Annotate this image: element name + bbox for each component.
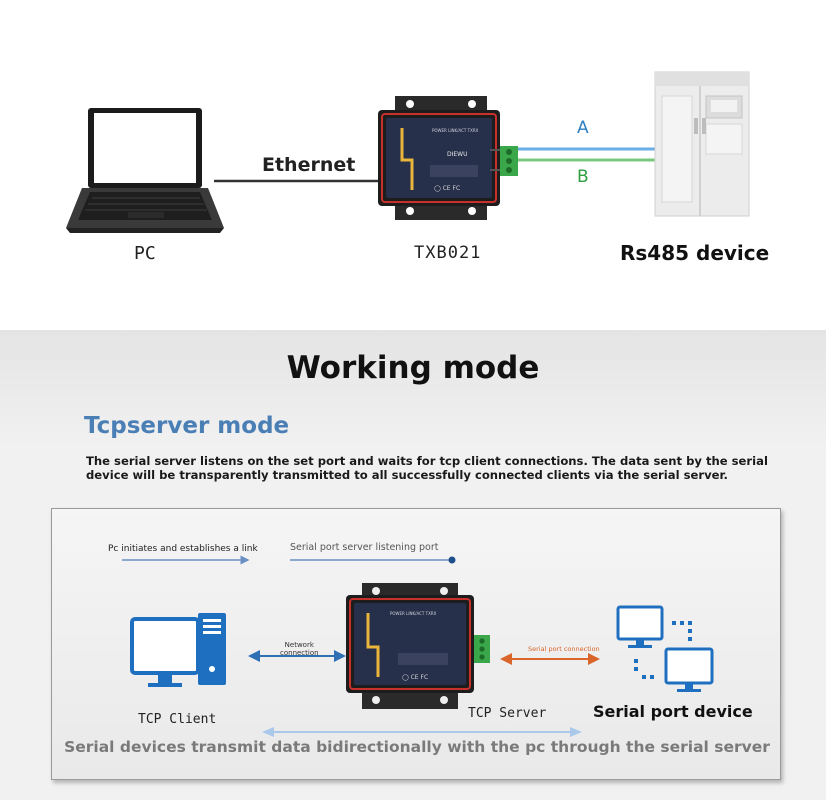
serial-connection-label: Serial port connection: [528, 645, 600, 653]
mode-title: Tcpserver mode: [84, 413, 290, 439]
ethernet-label: Ethernet: [262, 154, 356, 176]
serial-port-device-icon: [616, 605, 714, 692]
svg-text:POWER LINK/ACT TXRX: POWER LINK/ACT TXRX: [432, 128, 479, 133]
wire-a-label: A: [577, 118, 589, 138]
tcp-client-monitor-icon: [130, 613, 226, 687]
tcpserver-diagram-panel: POWER LINK/ACT TXRX ◯ CE FC: [51, 508, 781, 780]
listening-port-label: Serial port server listening port: [290, 542, 439, 553]
section-title: Working mode: [286, 350, 540, 386]
device-brand-text: DIEWU: [447, 151, 468, 158]
svg-text:◯ CE FC: ◯ CE FC: [402, 674, 428, 681]
serial-connection-arrow: [500, 653, 600, 665]
tcp-server-device: POWER LINK/ACT TXRX ◯ CE FC: [346, 583, 490, 709]
bidirectional-caption: Serial devices transmit data bidirection…: [64, 738, 770, 756]
pc-label: PC: [134, 243, 156, 264]
txb021-device: POWER LINK/ACT TXRX DIEWU ◯ CE FC: [378, 96, 518, 220]
network-connection-label: Network connection: [280, 641, 319, 657]
connection-diagram-graphics: POWER LINK/ACT TXRX DIEWU ◯ CE FC: [66, 71, 750, 233]
svg-text:◯ CE FC: ◯ CE FC: [434, 185, 460, 192]
wire-b-label: B: [577, 167, 589, 187]
bidirectional-data-arrow: [262, 727, 582, 737]
rs485-device-label: Rs485 device: [620, 241, 770, 265]
tcpserver-diagram-graphics: POWER LINK/ACT TXRX ◯ CE FC: [122, 555, 714, 737]
network-label-line-2: connection: [280, 649, 319, 657]
tcp-client-label: TCP Client: [138, 712, 217, 727]
network-connection-arrow: [248, 650, 346, 662]
laptop-icon: [66, 108, 224, 233]
network-label-line-1: Network: [284, 641, 314, 649]
pc-initiates-label: Pc initiates and establishes a link: [108, 544, 258, 554]
mode-description: The serial server listens on the set por…: [86, 454, 768, 482]
listening-port-dot: [448, 556, 456, 564]
rs485-cabinet-icon: [654, 71, 750, 217]
serial-port-device-label: Serial port device: [593, 702, 753, 721]
device-model-label: TXB021: [414, 243, 482, 263]
working-mode-section: Working mode Tcpserver mode The serial s…: [0, 330, 826, 800]
svg-text:POWER LINK/ACT TXRX: POWER LINK/ACT TXRX: [390, 611, 437, 616]
connection-diagram: POWER LINK/ACT TXRX DIEWU ◯ CE FC: [0, 0, 826, 330]
tcp-server-label: TCP Server: [468, 706, 547, 721]
